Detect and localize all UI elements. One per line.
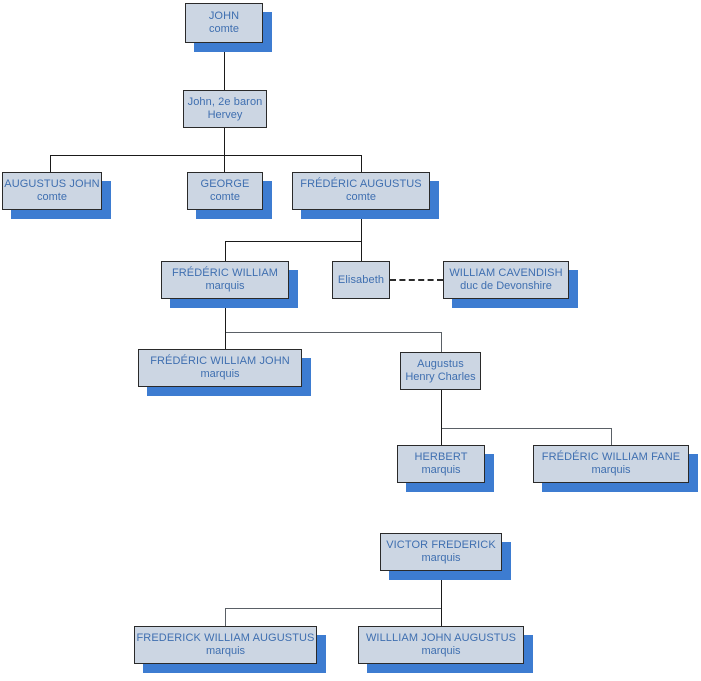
connector-gen4-bus (225, 332, 441, 333)
node-title-fwfane: marquis (591, 464, 631, 476)
node-title-augushc: Henry Charles (405, 371, 476, 383)
node-title-john2: Hervey (207, 109, 243, 121)
node-name-john: JOHN (208, 10, 240, 23)
node-title-herbert: marquis (421, 464, 461, 476)
connector-gen2-drop-augustusjohn (50, 155, 51, 172)
node-elisabeth[interactable]: Elisabeth (332, 261, 390, 299)
connector-gen4-drop-augushc (441, 332, 442, 352)
connector-gen5-drop-fwfane (611, 428, 612, 445)
node-name-elisabeth: Elisabeth (337, 273, 385, 286)
connector-fredaug-down (361, 210, 362, 241)
node-name-john2: John, 2e baron (187, 96, 263, 109)
node-title-wcavendish: duc de Devonshire (460, 280, 552, 292)
node-name-fwaugustus: FREDERICK WILLIAM AUGUSTUS (136, 632, 315, 645)
node-name-fredwill: FRÉDÉRIC WILLIAM (171, 267, 279, 280)
node-title-fwaugustus: marquis (205, 645, 246, 657)
connector-gen2-bus (50, 155, 361, 156)
connector-gen6-bus (225, 608, 442, 609)
marriage-link-elisabeth-cavendish (390, 279, 443, 281)
node-title-john: comte (209, 23, 239, 35)
node-name-herbert: HERBERT (414, 451, 468, 464)
node-title-wjaugustus: marquis (421, 645, 461, 657)
node-title-victorfred: marquis (421, 552, 461, 564)
node-name-wjaugustus: WILLLIAM JOHN AUGUSTUS (365, 632, 517, 645)
connector-gen4-drop-fwjohn (225, 332, 226, 349)
node-title-augustusjohn: comte (37, 191, 67, 203)
node-name-victorfred: VICTOR FREDERICK (386, 539, 496, 552)
node-title-fredwill: marquis (205, 280, 245, 292)
connector-gen3-drop-elisabeth (361, 241, 362, 261)
connector-gen6-drop-fwaugustus (225, 608, 226, 626)
node-name-george: GEORGE (200, 178, 250, 191)
node-name-fwjohn: FRÉDÉRIC WILLIAM JOHN (150, 355, 290, 368)
connector-gen6-drop-wjaugustus (441, 608, 442, 626)
connector-gen2-drop-george (224, 155, 225, 172)
node-name-wcavendish: WILLIAM CAVENDISH (449, 267, 563, 280)
node-title-george: comte (210, 191, 240, 203)
node-title-fredaug: comte (346, 191, 376, 203)
node-name-augushc: Augustus (417, 358, 464, 371)
connector-gen2-drop-fredaug (361, 155, 362, 172)
node-name-augustusjohn: AUGUSTUS JOHN (4, 178, 100, 191)
connector-john-to-john2 (224, 43, 225, 90)
connector-gen3-drop-fredwill (225, 241, 226, 261)
connector-augushc-down (441, 390, 442, 428)
node-name-fredaug: FRÉDÉRIC AUGUSTUS (300, 178, 422, 191)
connector-victorfred-down (441, 571, 442, 609)
connector-gen5-bus (441, 428, 612, 429)
connector-fredwill-down (225, 299, 226, 332)
node-title-fwjohn: marquis (200, 368, 240, 380)
node-name-fwfane: FRÉDÉRIC WILLIAM FANE (541, 451, 681, 464)
connector-john2-down (224, 128, 225, 156)
connector-gen3-bus (225, 241, 362, 242)
connector-gen5-drop-herbert (441, 428, 442, 445)
